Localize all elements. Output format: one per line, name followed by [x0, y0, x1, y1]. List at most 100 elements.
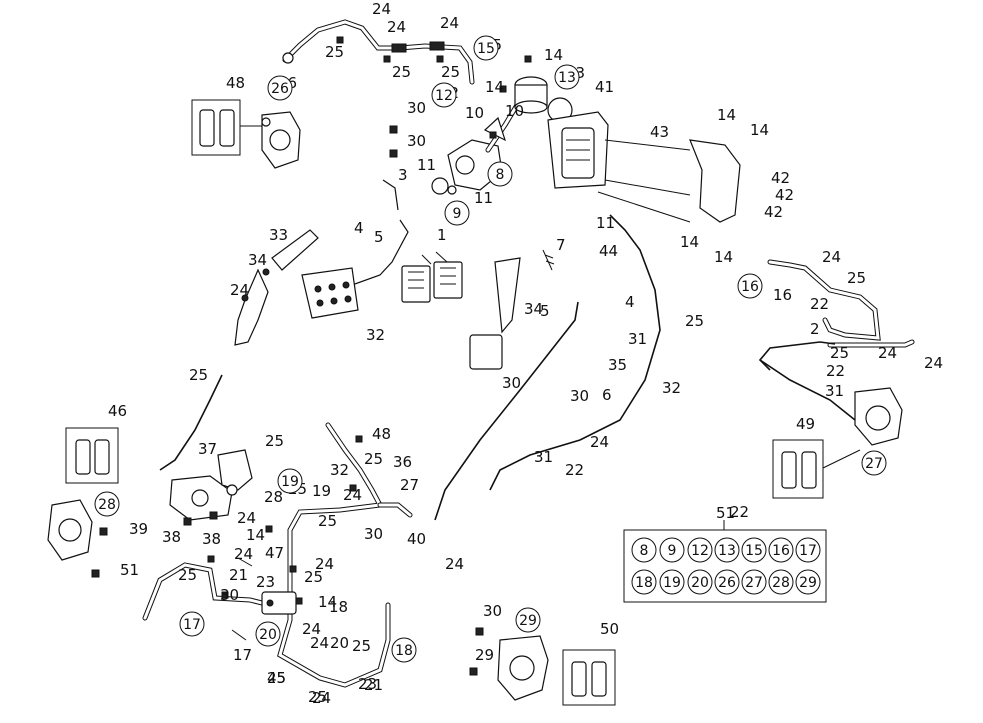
callout-label: 24 — [312, 689, 331, 707]
callout-label: 24 — [387, 18, 406, 36]
callout-label: 41 — [595, 78, 614, 96]
callout-label: 24 — [230, 281, 249, 299]
kit-item: 19 — [659, 569, 685, 595]
callout-label: 25 — [364, 450, 383, 468]
callout-label: 39 — [129, 520, 148, 538]
callout-label: 25 — [189, 366, 208, 384]
callout-label: 40 — [407, 530, 426, 548]
callout-label: 18 — [329, 598, 348, 616]
callout-label: 28 — [264, 488, 283, 506]
kit-item: 15 — [741, 537, 767, 563]
circled-callout: 9 — [444, 200, 470, 226]
callout-label: 32 — [662, 379, 681, 397]
callout-label: 23 — [256, 573, 275, 591]
callout-label: 23 — [358, 675, 377, 693]
callout-label: 14 — [318, 593, 337, 611]
callout-label: 25 — [352, 637, 371, 655]
circled-callout: 28 — [94, 491, 120, 517]
callout-label: 25 — [830, 344, 849, 362]
callout-label: 31 — [825, 382, 844, 400]
circled-callout-label: 15 — [477, 41, 495, 57]
callout-label: 16 — [773, 286, 792, 304]
callout-label: 24 — [445, 555, 464, 573]
callout-label: 32 — [366, 326, 385, 344]
kit-item: 9 — [659, 537, 685, 563]
callout-label: 25 — [325, 43, 344, 61]
callout-label: 25 — [392, 63, 411, 81]
callout-label: 19 — [312, 482, 331, 500]
circled-callout-label: 16 — [741, 279, 759, 295]
callout-label: 25 — [308, 688, 327, 706]
callout-label: 17 — [233, 646, 252, 664]
circled-callout: 13 — [554, 64, 580, 90]
callout-label: 22 — [730, 503, 749, 521]
kit-item: 12 — [687, 537, 713, 563]
circled-callout: 16 — [737, 273, 763, 299]
circled-callout: 12 — [431, 82, 457, 108]
callout-label: 48 — [226, 74, 245, 92]
circled-callout-label: 17 — [183, 617, 201, 633]
callout-label: 31 — [534, 448, 553, 466]
circled-callout-label: 9 — [453, 206, 462, 222]
callout-label: 47 — [265, 544, 284, 562]
callout-label: 38 — [202, 530, 221, 548]
circled-callout: 20 — [255, 621, 281, 647]
kit-box-label: 51 — [716, 504, 735, 522]
callout-label: 5 — [540, 302, 550, 320]
callout-label: 33 — [269, 226, 288, 244]
callout-label: 49 — [796, 415, 815, 433]
top-brake-hose — [282, 19, 475, 85]
callout-label: 30 — [570, 387, 589, 405]
kit-item: 16 — [768, 537, 794, 563]
circled-callout-label: 12 — [435, 88, 453, 104]
callout-label: 32 — [330, 461, 349, 479]
callout-label: 7 — [556, 236, 566, 254]
callout-label: 25 — [178, 566, 197, 584]
callout-label: 34 — [524, 300, 543, 318]
circled-callout: 17 — [179, 611, 205, 637]
callout-label: 42 — [771, 169, 790, 187]
kit-item-label: 26 — [718, 575, 736, 591]
callout-label: 11 — [596, 214, 615, 232]
callout-label: 14 — [717, 106, 736, 124]
kit-item: 27 — [741, 569, 767, 595]
callout-label: 37 — [198, 440, 217, 458]
circled-callout-label: 29 — [519, 613, 537, 629]
callout-label: 24 — [878, 344, 897, 362]
kit-item-label: 19 — [663, 575, 681, 591]
kit-item-label: 9 — [668, 543, 677, 559]
kit-item: 26 — [714, 569, 740, 595]
callout-label: 30 — [502, 374, 521, 392]
callout-label: 51 — [120, 561, 139, 579]
callout-label: 14 — [485, 78, 504, 96]
caliper-left — [47, 427, 119, 578]
parking-caliper — [159, 374, 253, 526]
callout-label: 22 — [810, 295, 829, 313]
callout-label: 14 — [544, 46, 563, 64]
kit-item: 18 — [631, 569, 657, 595]
callout-label: 34 — [248, 251, 267, 269]
callout-label: 20 — [330, 634, 349, 652]
callout-label: 6 — [602, 386, 612, 404]
callout-label: 25 — [847, 269, 866, 287]
callout-label: 5 — [374, 228, 384, 246]
callout-label: 30 — [483, 602, 502, 620]
kit-item-label: 15 — [745, 543, 763, 559]
callout-label: 24 — [237, 509, 256, 527]
master-cylinder — [389, 55, 548, 195]
hand-lever-and-bracket — [489, 97, 741, 491]
callout-label: 30 — [220, 586, 239, 604]
kit-item-label: 29 — [799, 575, 817, 591]
callout-label: 24 — [315, 555, 334, 573]
kit-item-label: 17 — [799, 543, 817, 559]
callout-label: 24 — [440, 14, 459, 32]
callout-label: 24 — [924, 354, 943, 372]
kit-item-label: 8 — [640, 543, 649, 559]
kit-item: 29 — [795, 569, 821, 595]
callout-label: 11 — [474, 189, 493, 207]
callout-label: 1 — [437, 226, 447, 244]
circled-callout: 29 — [515, 607, 541, 633]
callout-label: 25 — [267, 669, 286, 687]
brake-pedal-assembly — [301, 179, 463, 319]
callout-label: 14 — [680, 233, 699, 251]
